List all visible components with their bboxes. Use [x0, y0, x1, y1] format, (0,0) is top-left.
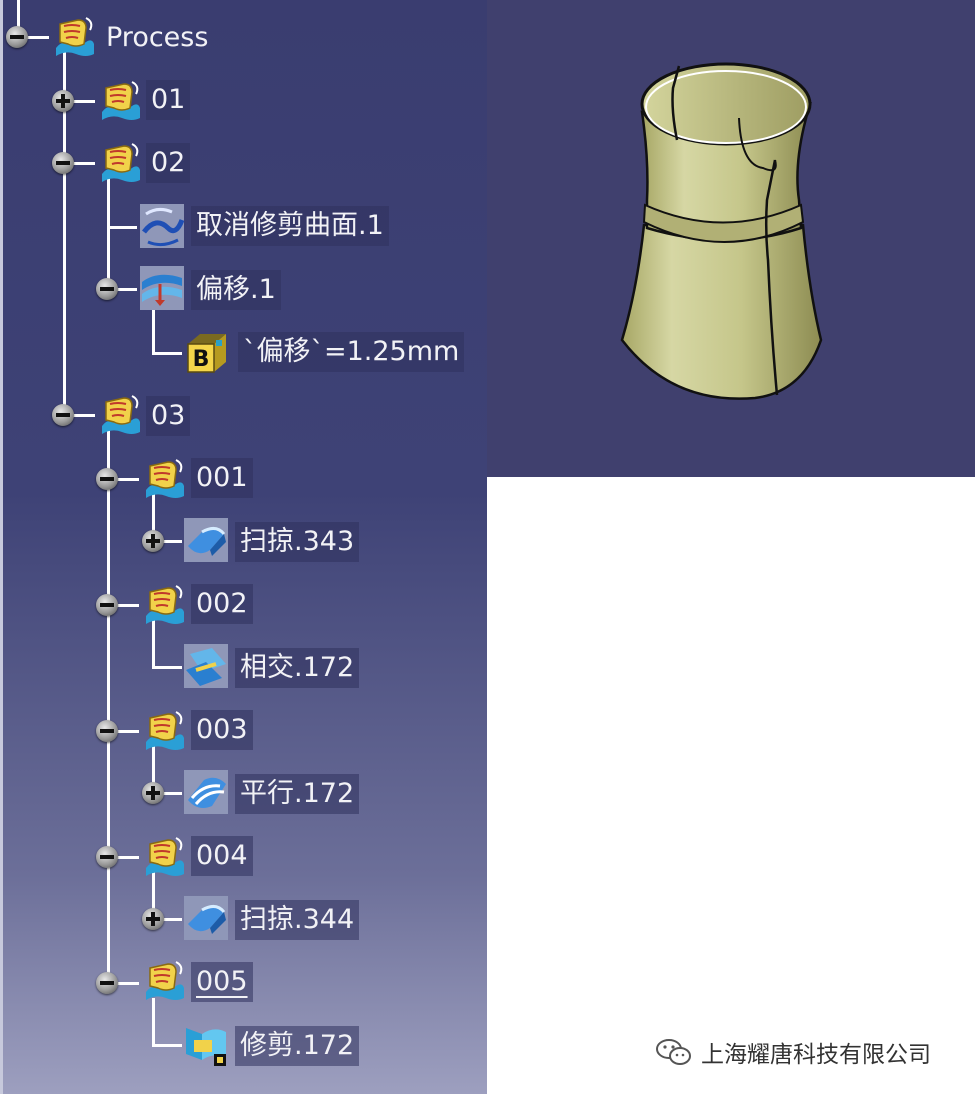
tree-node-002[interactable]: 002: [191, 584, 253, 624]
parameter-icon[interactable]: [182, 328, 230, 376]
expand-toggle[interactable]: [142, 530, 164, 552]
geometrical-set-icon[interactable]: [140, 456, 188, 504]
collapse-toggle[interactable]: [96, 720, 118, 742]
parallel-curve-icon[interactable]: [182, 768, 230, 816]
tree-connector: [17, 0, 20, 36]
tree-node-untrim-surface[interactable]: 取消修剪曲面.1: [191, 206, 389, 246]
tree-node-02[interactable]: 02: [146, 143, 191, 183]
tree-connector: [63, 100, 95, 103]
geometrical-set-icon[interactable]: [96, 140, 144, 188]
untrim-surface-icon[interactable]: [138, 202, 186, 250]
sweep-icon[interactable]: [182, 516, 230, 564]
tree-connector: [152, 304, 155, 352]
tree-connector: [63, 162, 95, 165]
tree-connector: [107, 178, 110, 288]
tree-node-parallel[interactable]: 平行.172: [235, 774, 360, 814]
tree-connector: [152, 540, 182, 543]
vase-surface-model[interactable]: [487, 0, 975, 477]
tree-connector: [107, 226, 137, 229]
tree-connector: [152, 352, 182, 355]
geometrical-set-icon[interactable]: [50, 14, 98, 62]
collapse-toggle[interactable]: [52, 152, 74, 174]
geometrical-set-icon[interactable]: [140, 582, 188, 630]
tree-node-003[interactable]: 003: [191, 710, 253, 750]
tree-connector: [17, 36, 49, 39]
geometrical-set-icon[interactable]: [96, 78, 144, 126]
tree-connector: [152, 1044, 182, 1047]
tree-node-offset[interactable]: 偏移.1: [191, 270, 281, 310]
watermark-text: 上海耀唐科技有限公司: [701, 1042, 931, 1068]
geometrical-set-icon[interactable]: [140, 834, 188, 882]
collapse-toggle[interactable]: [96, 278, 118, 300]
tree-connector: [152, 998, 155, 1044]
tree-connector: [152, 792, 182, 795]
tree-node-005[interactable]: 005: [191, 962, 253, 1002]
collapse-toggle[interactable]: [96, 468, 118, 490]
tree-node-sweep-343[interactable]: 扫掠.343: [235, 522, 360, 562]
tree-connector: [152, 620, 155, 666]
tree-connector: [107, 730, 139, 733]
expand-toggle[interactable]: [52, 90, 74, 112]
tree-node-trim[interactable]: 修剪.172: [235, 1026, 360, 1066]
tree-connector: [152, 918, 182, 921]
3d-viewport[interactable]: [487, 0, 975, 477]
tree-node-001[interactable]: 001: [191, 458, 253, 498]
tree-connector: [107, 478, 139, 481]
specification-tree: B: [0, 0, 487, 1094]
tree-connector: [107, 430, 110, 982]
tree-connector: [107, 982, 139, 985]
tree-connector: [63, 414, 95, 417]
collapse-toggle[interactable]: [96, 972, 118, 994]
collapse-toggle[interactable]: [96, 594, 118, 616]
tree-connector: [152, 666, 182, 669]
tree-connector: [152, 494, 155, 540]
watermark: 上海耀唐科技有限公司: [655, 1032, 931, 1072]
tree-node-intersection[interactable]: 相交.172: [235, 648, 360, 688]
wechat-icon: [656, 1039, 691, 1065]
collapse-toggle[interactable]: [96, 846, 118, 868]
tree-connector: [152, 872, 155, 918]
tree-panel-border: [0, 0, 3, 1094]
geometrical-set-icon[interactable]: [140, 958, 188, 1006]
intersection-icon[interactable]: [182, 642, 230, 690]
tree-connector: [107, 288, 137, 291]
expand-toggle[interactable]: [142, 782, 164, 804]
geometrical-set-icon[interactable]: [140, 708, 188, 756]
sweep-icon[interactable]: [182, 894, 230, 942]
collapse-toggle[interactable]: [52, 404, 74, 426]
offset-surface-icon[interactable]: [138, 264, 186, 312]
geometrical-set-icon[interactable]: [96, 392, 144, 440]
collapse-toggle[interactable]: [6, 26, 28, 48]
tree-connector: [107, 856, 139, 859]
tree-node-01[interactable]: 01: [146, 80, 191, 120]
tree-node-sweep-344[interactable]: 扫掠.344: [235, 900, 360, 940]
tree-connector: [152, 746, 155, 792]
tree-connector: [63, 52, 66, 414]
tree-connector: [107, 604, 139, 607]
tree-node-004[interactable]: 004: [191, 836, 253, 876]
trim-icon[interactable]: [182, 1020, 230, 1068]
tree-node-process[interactable]: Process: [106, 22, 209, 53]
tree-node-03[interactable]: 03: [146, 396, 191, 436]
tree-node-offset-parameter[interactable]: `偏移`=1.25mm: [238, 332, 465, 372]
expand-toggle[interactable]: [142, 908, 164, 930]
